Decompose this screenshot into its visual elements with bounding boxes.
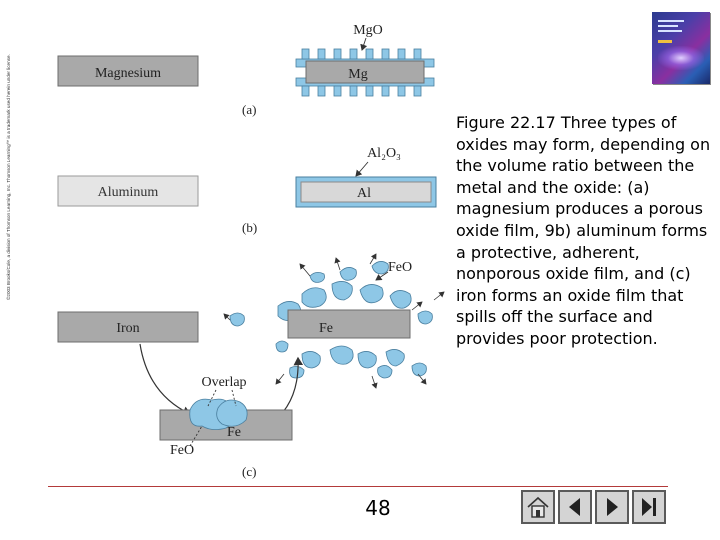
panel-a-tag: (a) — [242, 102, 256, 117]
page-number: 48 — [365, 496, 391, 520]
mgo-label: MgO — [353, 23, 383, 38]
overlap-oxide — [189, 398, 248, 430]
mg-bar — [305, 60, 425, 84]
next-button[interactable] — [595, 490, 629, 524]
fe-bar — [287, 309, 411, 339]
magnesium-label: Magnesium — [95, 66, 161, 81]
lower-feo-label: FeO — [170, 443, 194, 458]
end-button[interactable] — [632, 490, 666, 524]
previous-icon — [569, 498, 580, 516]
overlap-label: Overlap — [201, 375, 246, 390]
copyright-text: ©2003 Brooks/Cole, a division of Thomson… — [6, 54, 11, 300]
end-icon — [642, 498, 656, 516]
home-button[interactable] — [521, 490, 555, 524]
oxide-diagram: Magnesium Mg MgO (a) Aluminum Al Al₂O₃ (… — [57, 23, 445, 479]
fe-symbol: Fe — [319, 321, 333, 336]
next-icon — [607, 498, 618, 516]
panel-c: Iron Fe — [57, 253, 445, 479]
feo-flakes — [229, 261, 433, 379]
mg-symbol: Mg — [348, 67, 367, 82]
aluminum-label: Aluminum — [98, 185, 159, 200]
magnesium-bar — [57, 55, 199, 87]
panel-b-tag: (b) — [242, 220, 257, 235]
copyright-notice: ©2003 Brooks/Cole, a division of Thomson… — [0, 0, 12, 320]
iron-bar — [57, 311, 199, 343]
iron-label: Iron — [116, 321, 139, 336]
figure-caption: Figure 22.17 Three types of oxides may f… — [456, 113, 711, 348]
panel-b: Aluminum Al Al₂O₃ (b) — [57, 146, 437, 235]
book-cover-image — [652, 12, 710, 84]
al-symbol: Al — [357, 186, 371, 201]
lower-fe-symbol: Fe — [227, 425, 241, 440]
al2o3-label: Al₂O₃ — [367, 146, 401, 161]
feo-label: FeO — [388, 260, 412, 275]
al-bar — [300, 181, 432, 203]
footer-divider — [48, 486, 668, 487]
panel-c-tag: (c) — [242, 464, 256, 479]
aluminum-bar — [57, 175, 199, 207]
panel-a: Magnesium Mg MgO (a) — [57, 23, 435, 117]
previous-button[interactable] — [558, 490, 592, 524]
home-icon — [527, 496, 549, 518]
